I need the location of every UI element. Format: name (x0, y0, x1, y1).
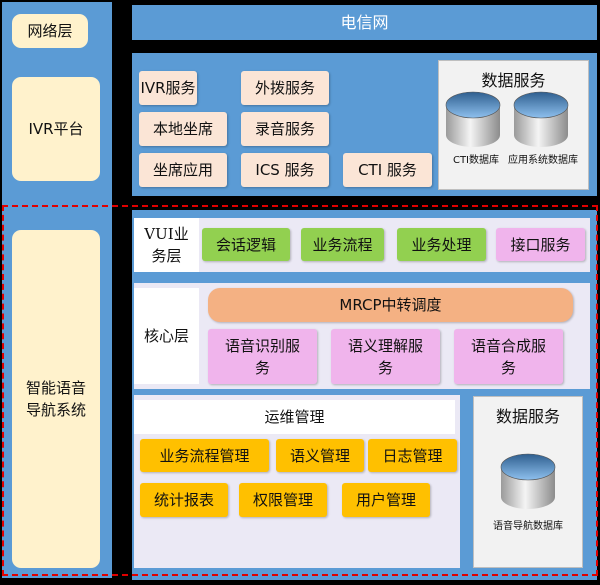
cti-service: CTI 服务 (343, 153, 432, 187)
vui-item: 接口服务 (496, 228, 585, 261)
ops-item: 日志管理 (368, 439, 457, 472)
vui-item: 业务处理 (397, 228, 486, 261)
nav-data-title: 数据服务 (495, 407, 560, 426)
vui-layer-label: VUI业务层 (134, 218, 199, 272)
ops-item: 权限管理 (239, 483, 327, 517)
nav-system-label: 智能语音导航系统 (12, 230, 100, 568)
nav-database-label: 语音导航数据库 (493, 521, 563, 532)
vui-item: 会话逻辑 (202, 228, 290, 261)
ops-item: 统计报表 (140, 483, 228, 517)
ops-item: 用户管理 (342, 483, 430, 517)
mrcp-dispatch: MRCP中转调度 (208, 288, 573, 322)
ivr-platform-label: IVR平台 (12, 77, 100, 181)
agent-application: 坐席应用 (139, 153, 227, 187)
telecom-network-bar: 电信网 (132, 5, 597, 40)
core-layer-label: 核心层 (134, 288, 199, 384)
cti-database-icon (445, 91, 501, 148)
data-service-title: 数据服务 (481, 71, 546, 90)
ics-service: ICS 服务 (241, 153, 329, 187)
nav-system-boundary (2, 205, 598, 576)
app-database-label: 应用系统数据库 (508, 155, 578, 166)
vui-item: 业务流程 (301, 228, 384, 261)
ops-item: 业务流程管理 (140, 439, 269, 472)
ops-item: 语义管理 (276, 439, 364, 472)
cti-database-label: CTI数据库 (452, 155, 500, 166)
core-item: 语音识别服务 (208, 329, 317, 384)
app-database-icon (513, 91, 569, 148)
local-agent: 本地坐席 (139, 112, 227, 146)
ivr-service: IVR服务 (139, 71, 197, 105)
ops-title: 运维管理 (134, 400, 455, 434)
recording-service: 录音服务 (241, 112, 329, 146)
core-item: 语义理解服务 (331, 329, 440, 384)
outbound-service: 外拨服务 (241, 71, 329, 105)
network-layer-label: 网络层 (12, 14, 88, 48)
core-item: 语音合成服务 (454, 329, 563, 384)
